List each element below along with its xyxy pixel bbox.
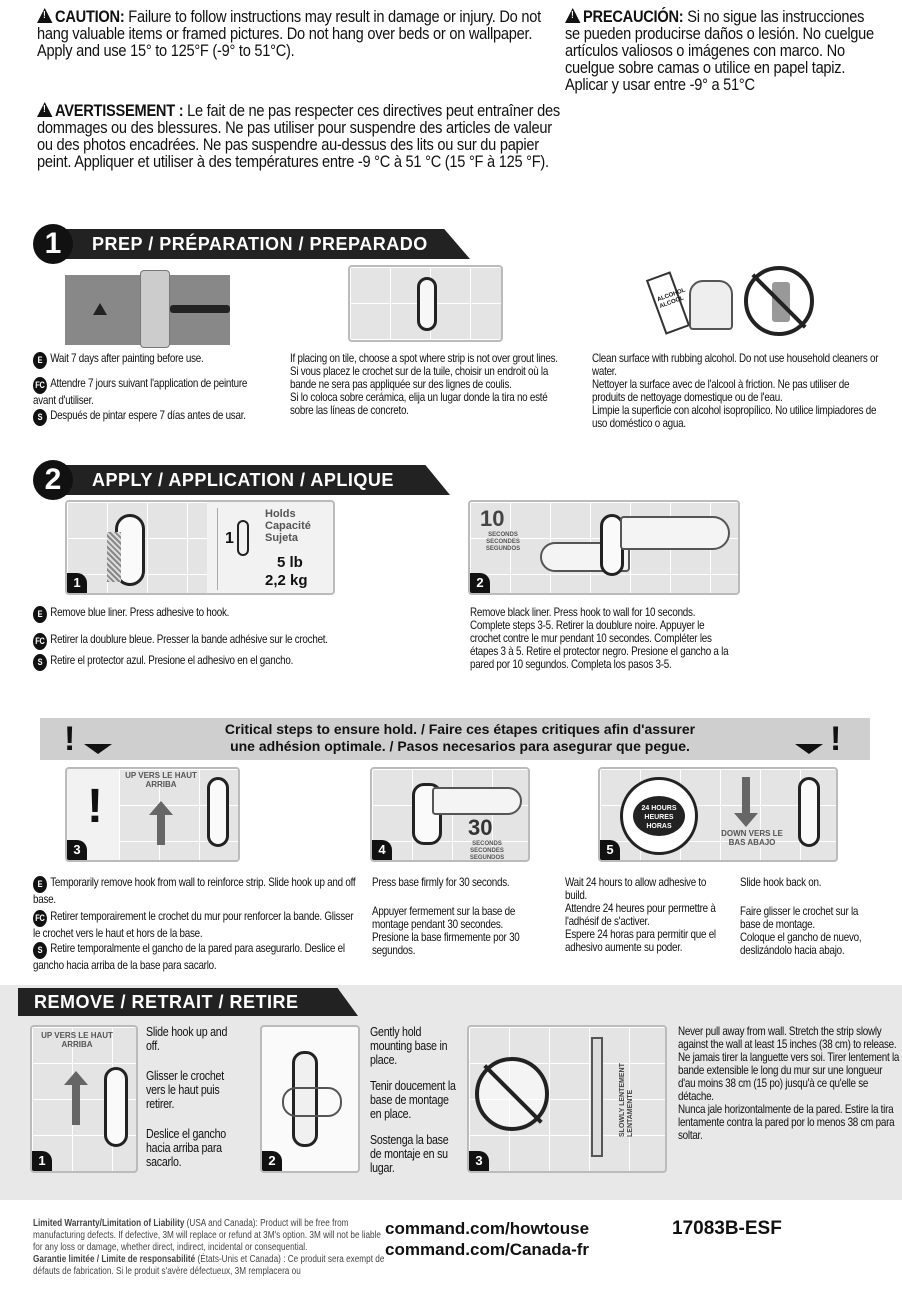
lang-badge-en: E — [33, 876, 47, 893]
paint-roller-icon — [140, 270, 170, 348]
lang-badge-es: S — [33, 942, 47, 959]
arrow-down-icon — [795, 744, 823, 754]
remove-step2-panel: 2 — [260, 1025, 360, 1173]
caution-en: CAUTION: Failure to follow instructions … — [37, 8, 570, 59]
warning-triangle-icon — [93, 303, 107, 315]
finger-press-icon — [432, 787, 522, 815]
section1-banner: PREP / PRÉPARATION / PREPARADO — [40, 229, 470, 259]
warning-triangle-icon — [37, 102, 53, 117]
small-hook-icon — [237, 520, 249, 556]
prep-col2: If placing on tile, choose a spot where … — [290, 351, 558, 417]
product-code: 17083B-ESF — [672, 1218, 782, 1239]
adhesive-strip-icon — [591, 1037, 603, 1157]
hook-count: 1 — [225, 530, 234, 547]
exclamation-icon-right: ! — [830, 720, 842, 758]
section1-title: PREP / PRÉPARATION / PREPARADO — [92, 234, 428, 254]
adhesive-strip-icon — [107, 532, 121, 582]
hand-wiping-icon — [689, 280, 733, 330]
caution-es: PRECAUCIÓN: Si no sigue las instruccione… — [565, 8, 875, 93]
warranty-text: Limited Warranty/Limitation of Liability… — [33, 1218, 385, 1277]
no-spray-cleaner-icon — [744, 266, 814, 336]
hook-icon — [417, 277, 437, 331]
hand-hold-icon — [282, 1087, 342, 1117]
arrow-down-icon — [84, 744, 112, 754]
critical-steps-text: Critical steps to ensure hold. / Faire c… — [224, 721, 696, 754]
step-number-5: 5 — [600, 840, 620, 860]
section1-number: 1 — [33, 224, 73, 264]
lang-badge-fc: FC — [33, 633, 47, 650]
step4-panel: 30 SECONDS SECONDES SEGUNDOS 4 — [370, 767, 530, 862]
apply-step2-text: Remove black liner. Press hook to wall f… — [470, 605, 729, 671]
step4-text: Press base firmly for 30 seconds. Appuye… — [372, 875, 520, 957]
remove-section-bg — [0, 985, 902, 1200]
holds-label: Holds Capacité Sujeta — [265, 508, 311, 544]
hook-icon — [207, 777, 229, 847]
remove-step3-panel: SLOWLY LENTEMENT LENTAMENTE 3 — [467, 1025, 667, 1173]
step5-panel: 24 HOURS HEURES HORAS DOWN VERS LE BAS A… — [598, 767, 838, 862]
seconds-30: 30 — [468, 815, 493, 840]
seconds-10: 10 — [480, 506, 505, 531]
remove-step-number-1: 1 — [32, 1151, 52, 1171]
tile-wall-illustration — [348, 265, 503, 342]
step-number-4: 4 — [372, 840, 392, 860]
section2-title: APPLY / APPLICATION / APLIQUE — [92, 470, 394, 490]
lang-badge-en: E — [33, 352, 47, 369]
up-label: UP VERS LE HAUT ARRIBA — [125, 771, 197, 789]
step3-panel: ! UP VERS LE HAUT ARRIBA 3 — [65, 767, 240, 862]
step5a-text: Wait 24 hours to allow adhesive to build… — [565, 875, 716, 954]
lang-badge-es: S — [33, 654, 47, 671]
section2-number: 2 — [33, 460, 73, 500]
cleaning-alcohol-illustration: ALCOHOL ALCOOL — [645, 268, 735, 338]
up-label: UP VERS LE HAUT ARRIBA — [41, 1031, 113, 1049]
remove-step3-text: Never pull away from wall. Stretch the s… — [678, 1024, 900, 1142]
hand-right-icon — [620, 516, 730, 550]
roller-handle-icon — [170, 305, 230, 313]
lang-badge-es: S — [33, 409, 47, 426]
critical-steps-banner: ! Critical steps to ensure hold. / Faire… — [40, 718, 870, 760]
lang-badge-fc: FC — [33, 910, 47, 927]
step-number-2: 2 — [470, 573, 490, 593]
remove-step1-panel: UP VERS LE HAUT ARRIBA 1 — [30, 1025, 138, 1173]
arrow-down-icon — [734, 813, 758, 827]
remove-banner: REMOVE / RETRAIT / RETIRE — [18, 988, 358, 1016]
arrow-up-icon — [149, 801, 173, 815]
step-number-3: 3 — [67, 840, 87, 860]
section2-banner: APPLY / APPLICATION / APLIQUE — [40, 465, 450, 495]
warning-triangle-icon — [565, 8, 581, 23]
hook-icon — [104, 1067, 128, 1147]
exclamation-icon: ! — [87, 780, 103, 833]
holds-kg: 2,2 kg — [265, 572, 308, 589]
apply-step1-panel: 1 Holds Capacité Sujeta 5 lb 2,2 kg 1 — [65, 500, 335, 595]
step5b-text: Slide hook back on. Faire glisser le cro… — [740, 875, 862, 957]
lang-badge-fc: FC — [33, 377, 47, 394]
down-label: DOWN VERS LE BAS ABAJO — [721, 829, 783, 847]
remove-title: REMOVE / RETRAIT / RETIRE — [34, 992, 299, 1012]
exclamation-icon-left: ! — [64, 720, 76, 758]
apply-step2-panel: 10 SECONDS SECONDES SEGUNDOS 2 — [468, 500, 740, 595]
slowly-label: SLOWLY LENTEMENT LENTAMENTE — [619, 1063, 634, 1137]
arrow-up-icon — [64, 1071, 88, 1085]
holds-lb: 5 lb — [277, 554, 303, 571]
remove-step-number-3: 3 — [469, 1151, 489, 1171]
remove-step1-text: Slide hook up and off. Glisser le croche… — [146, 1024, 228, 1169]
alcohol-bottle-icon: ALCOHOL ALCOOL — [645, 271, 691, 335]
prep-col3: Clean surface with rubbing alcohol. Do n… — [592, 351, 879, 430]
hours-label: 24 HOURS HEURES HORAS — [633, 796, 685, 836]
remove-step-number-2: 2 — [262, 1151, 282, 1171]
no-pull-icon — [475, 1057, 549, 1131]
remove-step2-text: Gently hold mounting base in place. Teni… — [370, 1024, 456, 1175]
warning-triangle-icon — [37, 8, 53, 23]
lang-badge-en: E — [33, 606, 47, 623]
caution-fr: AVERTISSEMENT : Le fait de ne pas respec… — [37, 102, 570, 170]
clock-icon: 24 HOURS HEURES HORAS — [620, 777, 698, 855]
step-number-1: 1 — [67, 573, 87, 593]
hook-icon — [798, 777, 820, 847]
url-canada[interactable]: command.com/Canada-fr — [385, 1240, 590, 1259]
url-howtouse[interactable]: command.com/howtouse — [385, 1219, 590, 1238]
